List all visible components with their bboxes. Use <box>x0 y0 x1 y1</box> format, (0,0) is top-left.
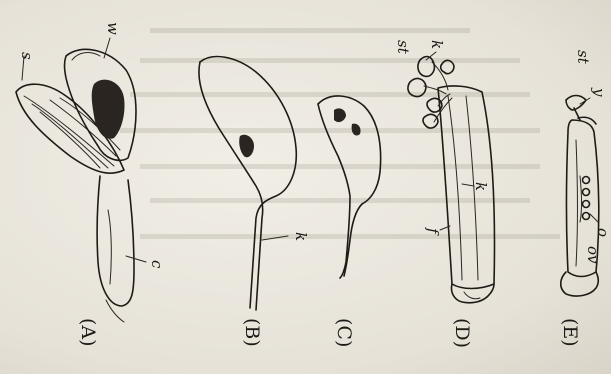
label-d-st: st <box>394 40 412 55</box>
panel-captions: (A) (B) (C) (D) (E) <box>77 318 581 348</box>
label-a-s: s <box>18 52 36 60</box>
label-b-k: k <box>292 232 310 241</box>
label-d-k-top: k <box>428 40 446 49</box>
panel-e-pistil <box>561 96 599 297</box>
caption-e: (E) <box>559 318 581 347</box>
panel-d-stamens <box>408 52 495 303</box>
caption-a: (A) <box>77 318 99 347</box>
label-a-c: c <box>148 260 166 269</box>
caption-b: (B) <box>241 318 263 347</box>
panel-a-flower <box>16 38 146 322</box>
label-e-o: o <box>594 228 611 237</box>
label-e-st: st <box>574 50 592 65</box>
label-e-y: y <box>590 87 608 97</box>
label-d-k-mid: k <box>472 182 490 191</box>
label-a-w: w <box>104 22 122 35</box>
panel-c-wing <box>318 96 381 278</box>
caption-d: (D) <box>451 318 473 348</box>
label-e-ov: ov <box>584 246 602 264</box>
caption-c: (C) <box>333 318 355 347</box>
